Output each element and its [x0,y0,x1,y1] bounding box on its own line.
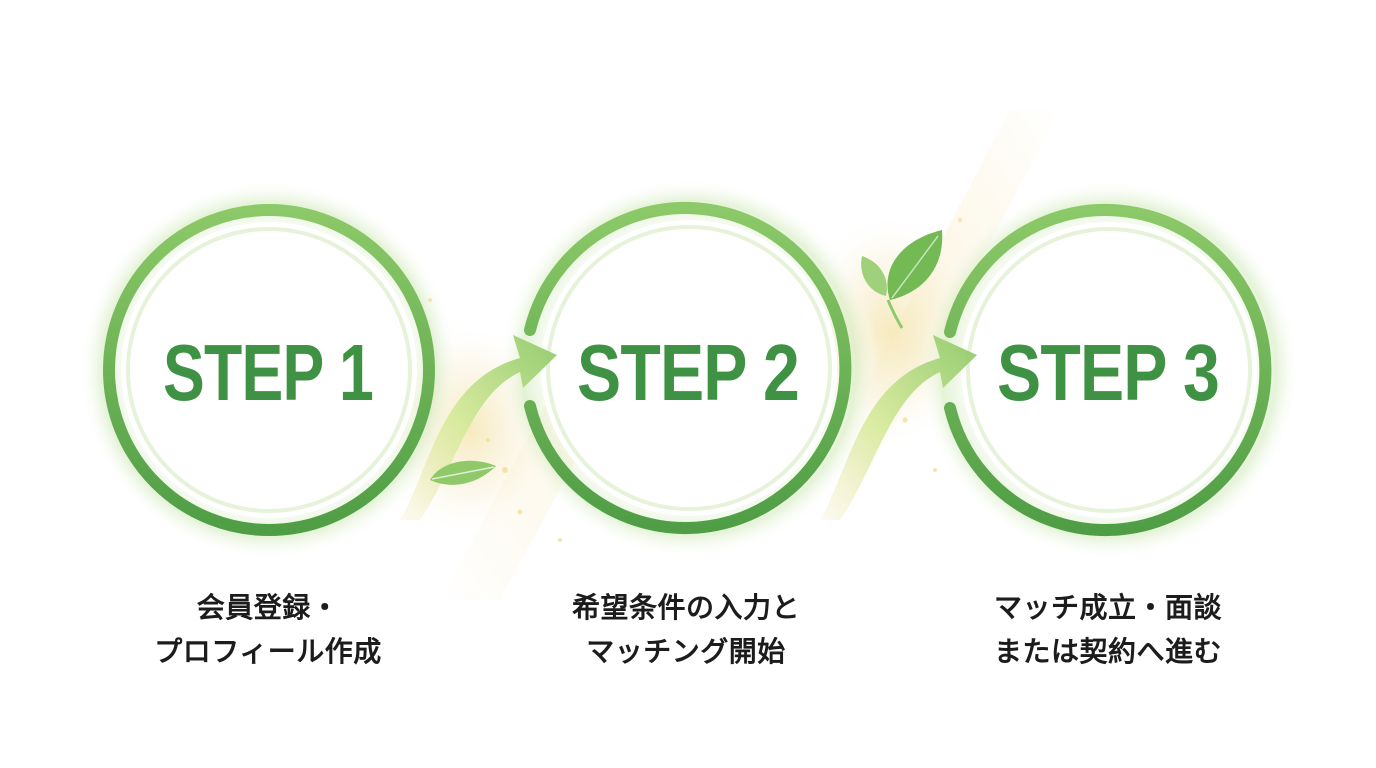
step-3-caption-line-2: または契約へ進む [993,635,1222,668]
step-3-circle [944,204,1272,536]
step-1-circle [103,204,435,536]
step-2-label: STEP 2 [577,328,799,417]
step-2-circle [524,202,852,534]
step-1-caption-line-1: 会員登録・ [196,591,340,624]
step-2-caption: 希望条件の入力と マッチング開始 [516,586,856,674]
sparkle-icon [428,218,962,542]
step-1-caption-line-2: プロフィール作成 [154,635,382,668]
leaf-icon [887,230,943,300]
step-3-label: STEP 3 [997,328,1219,417]
leaf-icon [430,460,496,485]
step-2-caption-line-1: 希望条件の入力と [571,591,800,624]
step-1-caption: 会員登録・ プロフィール作成 [98,586,438,674]
leaf-icon [861,256,887,296]
step-1-label: STEP 1 [163,328,373,417]
step-3-caption-line-1: マッチ成立・面談 [993,591,1222,624]
leaf-stem [886,299,904,329]
step-3-caption: マッチ成立・面談 または契約へ進む [938,586,1278,674]
arrow-icon [820,335,977,520]
step-2-caption-line-2: マッチング開始 [586,635,786,668]
